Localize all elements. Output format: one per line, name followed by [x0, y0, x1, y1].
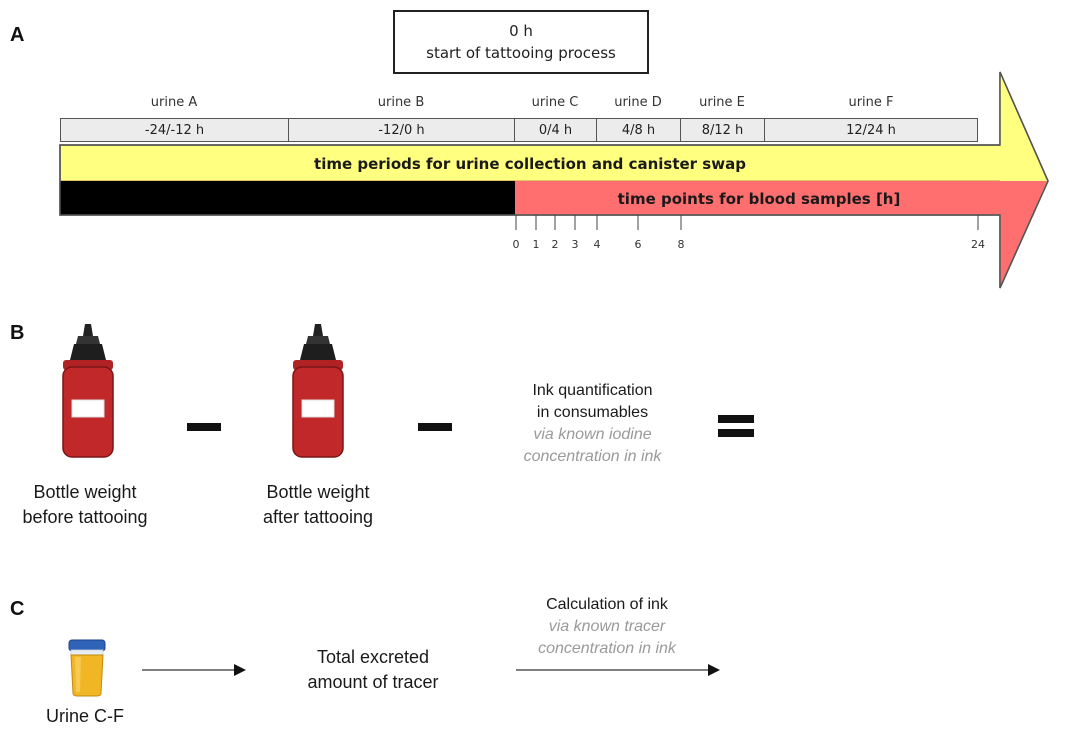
calc-line1: Calculation of ink — [546, 596, 668, 613]
bottle-before-icon — [62, 324, 114, 458]
bottle-after-icon — [292, 324, 344, 458]
calc-line2: via known tracer — [548, 618, 666, 635]
urine-c-range: 0/4 h — [514, 118, 597, 142]
tick-label-24: 24 — [971, 238, 985, 251]
urine-a-label: urine A — [150, 95, 198, 110]
ink-quant-line1: Ink quantification — [532, 382, 653, 399]
minus-sign-2-icon — [418, 423, 452, 431]
yellow-band — [61, 146, 1000, 180]
urine-d-label: urine D — [614, 95, 662, 110]
minus-sign-1-icon — [187, 423, 221, 431]
tick-label-4: 4 — [593, 238, 601, 251]
time-ticks — [515, 215, 979, 230]
tick-label-3: 3 — [571, 238, 579, 251]
bottle-before-line1: Bottle weight — [33, 482, 137, 502]
urine-cup-icon — [68, 639, 106, 697]
panel-label-b: B — [10, 322, 25, 344]
urine-cup-caption: Urine C-F — [45, 706, 124, 726]
urine-b-label: urine B — [377, 95, 425, 110]
yellow-band-label: time periods for urine collection and ca… — [314, 155, 746, 173]
ink-quant-line3: via known iodine — [533, 426, 652, 443]
urine-d-range: 4/8 h — [596, 118, 681, 142]
calc-line3: concentration in ink — [538, 640, 676, 657]
tracer-line2: amount of tracer — [307, 672, 439, 692]
start-time-box: 0 h start of tattooing process — [393, 10, 649, 74]
arrow-to-tracer-icon — [142, 664, 246, 676]
urine-e-range: 8/12 h — [680, 118, 765, 142]
calculation-block: Calculation of ink via known tracer conc… — [502, 594, 712, 660]
panel-label-a: A — [10, 24, 25, 46]
start-time-label: 0 h — [509, 22, 533, 40]
yellow-band-head — [1000, 74, 1047, 181]
black-bar — [60, 181, 515, 215]
ink-quant-line4: concentration in ink — [523, 448, 662, 465]
tick-label-8: 8 — [677, 238, 685, 251]
panel-label-c: C — [10, 598, 25, 620]
tick-label-6: 6 — [634, 238, 642, 251]
tick-label-1: 1 — [532, 238, 540, 251]
arrow-to-result-icon — [516, 664, 720, 676]
red-band-label: time points for blood samples [h] — [617, 190, 901, 208]
urine-f-label: urine F — [848, 95, 894, 110]
urine-a-range: -24/-12 h — [60, 118, 289, 142]
bottle-after-caption: Bottle weight after tattooing — [238, 480, 398, 530]
bottle-before-line2: before tattooing — [22, 507, 148, 527]
red-band-head — [1000, 181, 1047, 286]
urine-c-label: urine C — [531, 95, 579, 110]
start-process-label: start of tattooing process — [426, 44, 616, 62]
tracer-line1: Total excreted — [316, 647, 430, 667]
urine-b-range: -12/0 h — [288, 118, 515, 142]
timeline-arrow — [59, 71, 1049, 289]
tick-label-2: 2 — [551, 238, 559, 251]
tracer-caption: Total excreted amount of tracer — [278, 645, 468, 695]
bottle-before-caption: Bottle weight before tattooing — [0, 480, 170, 530]
ink-quantification-block: Ink quantification in consumables via kn… — [480, 380, 705, 468]
ink-quant-line2: in consumables — [536, 404, 649, 421]
bottle-after-line2: after tattooing — [262, 507, 374, 527]
equals-sign-icon — [718, 415, 754, 437]
red-band — [514, 181, 1000, 214]
urine-f-range: 12/24 h — [764, 118, 978, 142]
urine-e-label: urine E — [699, 95, 745, 110]
tick-label-0: 0 — [512, 238, 520, 251]
bottle-after-line1: Bottle weight — [266, 482, 370, 502]
